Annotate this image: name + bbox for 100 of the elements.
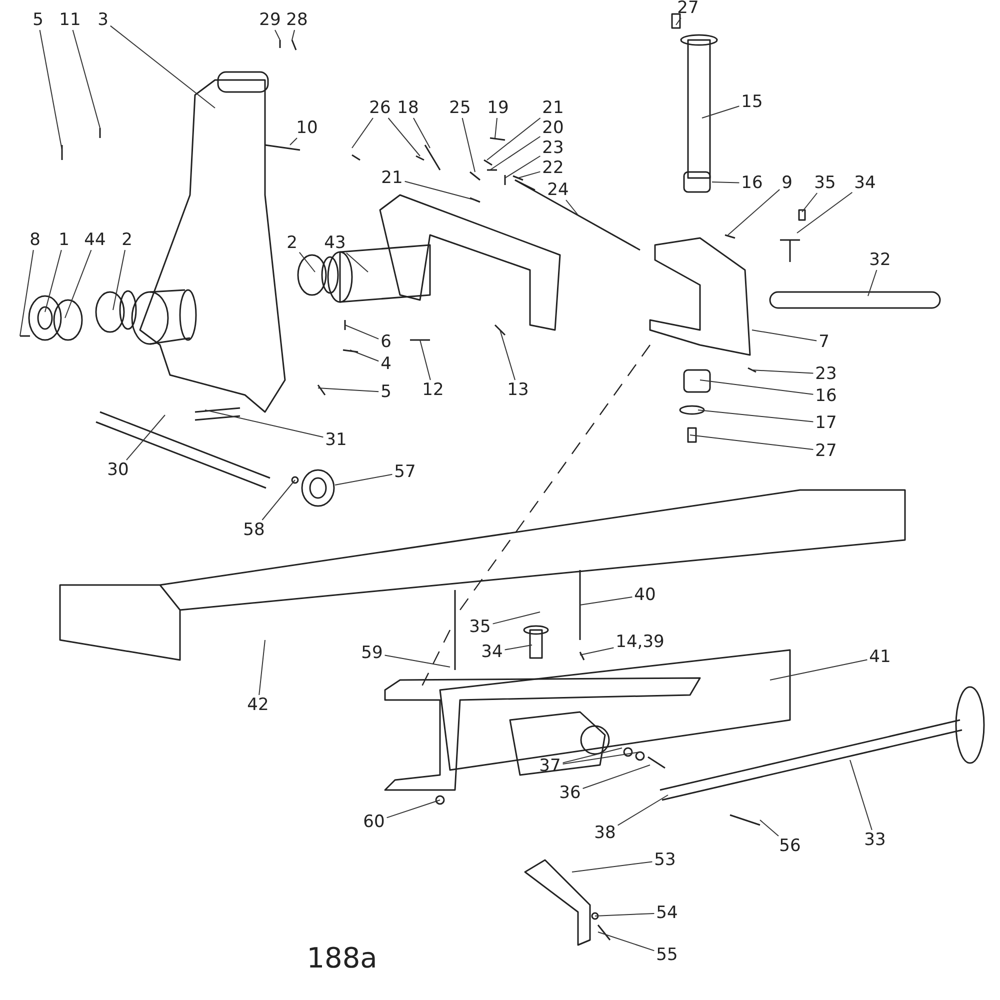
callout-number: 44 [83,231,107,249]
callout-number: 5 [380,383,392,401]
callout-number: 23 [541,139,565,157]
callout-number: 40 [633,586,657,604]
leader-line [582,764,650,789]
leader-line [770,659,868,680]
leader-line [566,200,578,216]
callout-number: 21 [541,99,565,117]
callout-number: 37 [538,757,562,775]
callout-number: 17 [814,414,838,432]
leader-line [258,640,266,696]
leader-line [110,25,216,108]
leader-line [413,118,430,148]
leader-line [462,118,476,172]
callout-number: 41 [868,648,892,666]
leader-line [504,644,532,650]
callout-number: 14,39 [614,633,666,651]
callout-number: 30 [106,461,130,479]
leader-line [850,760,872,830]
leader-line [352,118,374,148]
callout-number: 1 [58,231,70,249]
leader-line [868,270,878,296]
callout-number: 9 [780,174,794,192]
callout-number: 24 [546,181,570,199]
callout-number: 2 [120,231,134,249]
leader-line [562,752,640,764]
figure-number: 188a [306,942,378,974]
leader-line [486,118,541,160]
leader-line [796,192,853,234]
leader-line [334,474,393,486]
callout-number: 23 [814,365,838,383]
leader-line [290,138,298,146]
leader-line [112,250,126,310]
callout-number: 26 [368,99,392,117]
callout-number: 53 [653,851,677,869]
callout-number: 19 [486,99,510,117]
callout-number: 42 [246,696,270,714]
leader-line [292,30,295,40]
callout-number: 35 [468,618,492,636]
leader-line [39,30,62,150]
leader-line [298,252,316,272]
leader-line [350,350,380,362]
callout-number: 5 [32,11,44,29]
callout-number: 29 [258,11,282,29]
leader-line [492,612,540,624]
leader-line [580,647,614,656]
leader-line [690,434,814,450]
callout-number: 28 [285,11,309,29]
callout-number: 34 [480,643,504,661]
leader-line [318,388,380,392]
callout-number: 12 [421,381,445,399]
leader-line [388,118,420,156]
callout-number: 7 [818,333,830,351]
leader-line [752,370,814,374]
leader-line [384,654,450,668]
callout-number: 33 [863,831,887,849]
leader-line [344,324,380,340]
callout-number: 13 [506,381,530,399]
callout-number: 38 [593,824,617,842]
callout-number: 2 [286,234,298,252]
callout-number: 20 [541,119,565,137]
leader-line [700,380,814,395]
callout-number: 21 [380,169,404,187]
leader-line [494,118,498,138]
leader-line [20,250,34,336]
callout-number: 60 [362,813,386,831]
callout-number: 27 [814,442,838,460]
leader-line [44,250,62,312]
callout-number: 35 [813,174,837,192]
leader-line [490,136,541,170]
callout-number: 54 [655,904,679,922]
leader-line [712,182,740,184]
callout-number: 43 [323,234,347,252]
callout-number: 4 [380,355,392,373]
callout-number: 22 [541,159,565,177]
callout-number: 31 [324,431,348,449]
callout-number: 10 [295,119,319,137]
leader-line [504,156,541,178]
callout-number: 11 [58,11,82,29]
leader-line [752,330,818,342]
leader-line [262,480,296,520]
callout-number: 3 [96,11,110,29]
leader-line [386,800,440,818]
callout-number: 16 [740,174,764,192]
leader-line [500,330,516,380]
callout-number: 16 [814,387,838,405]
leader-line [802,192,818,212]
leader-line [204,410,324,438]
leader-line [728,189,780,236]
callout-number: 57 [393,463,417,481]
leader-line [572,861,653,872]
leader-line [274,30,280,40]
leader-line [760,820,779,836]
leader-line [562,748,622,764]
leader-line [617,794,668,826]
leader-line [64,250,92,318]
leader-line [518,171,541,178]
leader-line [420,340,431,380]
callout-number: 58 [242,521,266,539]
leader-line [598,932,655,952]
